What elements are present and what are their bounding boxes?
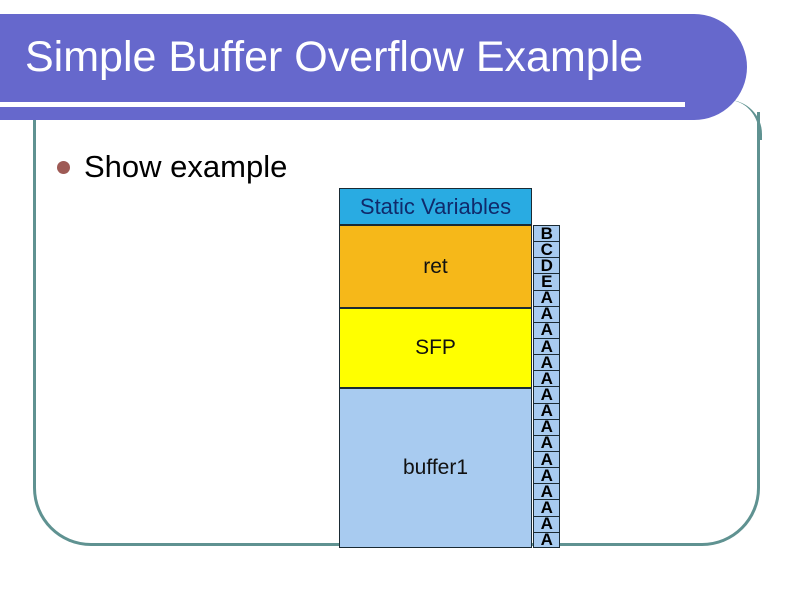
- overflow-byte-cell: A: [533, 337, 560, 355]
- slide-frame-corner-top-right: [728, 100, 762, 140]
- overflow-byte-cell: B: [533, 224, 560, 242]
- overflow-byte-cell: E: [533, 273, 560, 290]
- overflow-byte-cell: A: [533, 402, 560, 419]
- overflow-byte-cell: A: [533, 386, 560, 403]
- overflow-byte-cell: A: [533, 483, 560, 500]
- overflow-byte-cell: A: [533, 467, 560, 484]
- overflow-byte-cell: A: [533, 305, 560, 322]
- stack-region-ret: ret: [339, 225, 532, 308]
- slide-title: Simple Buffer Overflow Example: [25, 33, 644, 81]
- overflow-byte-cell: A: [533, 370, 560, 387]
- title-banner: Simple Buffer Overflow Example: [0, 14, 747, 120]
- bullet-item-label: Show example: [84, 149, 288, 184]
- stack-region-buffer1: buffer1: [339, 388, 532, 548]
- overflow-byte-cell: A: [533, 499, 560, 516]
- stack-region-sfp: SFP: [339, 308, 532, 388]
- bullet-dot-icon: [57, 160, 70, 174]
- stack-region-column: Static Variables ret SFP buffer1: [339, 188, 532, 548]
- overflow-byte-cell: D: [533, 257, 560, 274]
- overflow-byte-cell: A: [533, 418, 560, 435]
- overflow-byte-cell: C: [533, 241, 560, 258]
- overflow-byte-cell: A: [533, 321, 560, 338]
- overflow-byte-cell: A: [533, 434, 560, 451]
- bullet-item: Show example: [57, 149, 287, 185]
- overflow-byte-cell: A: [533, 531, 560, 548]
- title-underline-rule: [0, 102, 685, 107]
- overflow-byte-cell: A: [533, 354, 560, 371]
- overflow-byte-cell: A: [533, 289, 560, 306]
- overflow-byte-cell: A: [533, 515, 560, 532]
- stack-region-static-variables: Static Variables: [339, 188, 532, 225]
- overflow-byte-cell: A: [533, 450, 560, 468]
